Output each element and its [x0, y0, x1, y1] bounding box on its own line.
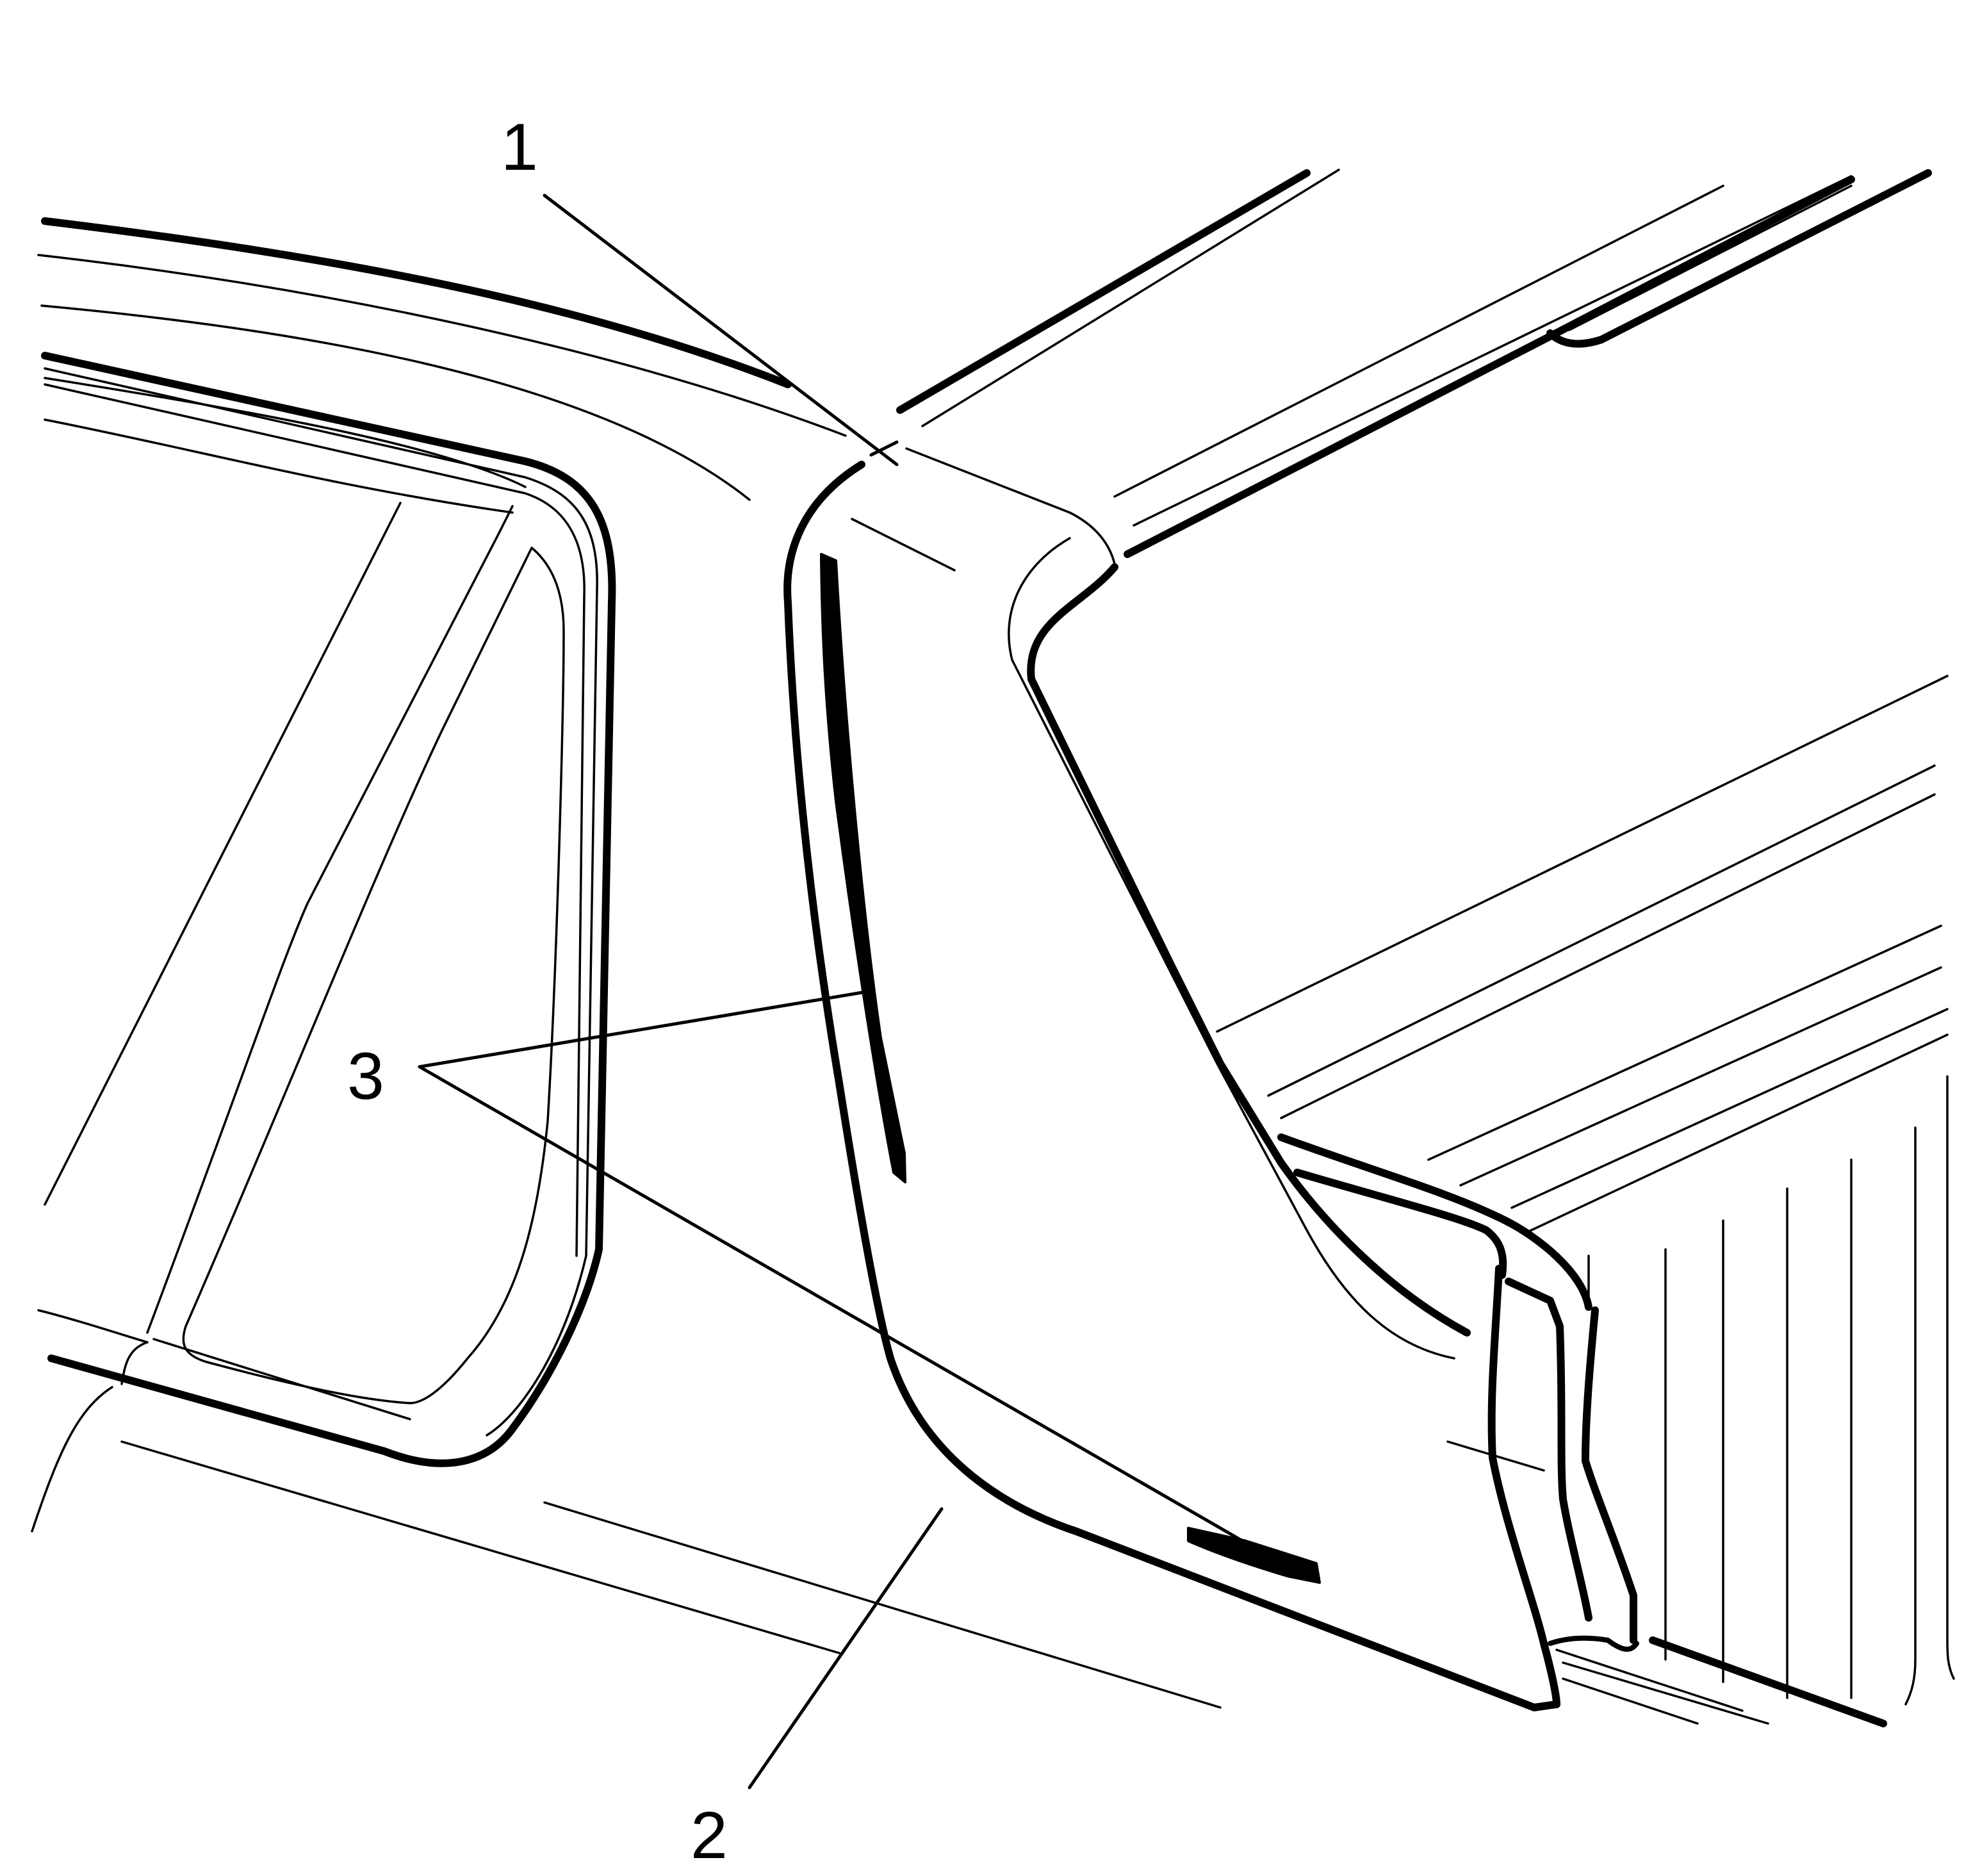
leader-3-upper: [418, 990, 868, 1069]
lower-body: [120, 1440, 1222, 1709]
seal-upper-strip: [820, 553, 906, 1183]
seal-lower-strip: [1187, 1527, 1321, 1584]
roof-left: [37, 217, 847, 501]
callout-1: 1: [501, 110, 538, 185]
pickup-bed: [1216, 675, 1955, 1727]
center-pillar: [783, 447, 1560, 1711]
leader-2: [748, 1507, 944, 1790]
leader-1: [543, 193, 899, 466]
leader-lines: [418, 193, 1248, 1790]
callout-2: 2: [691, 1798, 728, 1873]
door-window-frame: [31, 352, 616, 1533]
leader-3-lower: [418, 1065, 1248, 1545]
callout-labels: 1 2 3: [347, 110, 728, 1873]
rear-roof: [896, 169, 1932, 558]
callout-3: 3: [347, 1039, 384, 1114]
leader-1-tip: [869, 440, 899, 457]
weatherstrip-seal: [820, 553, 1321, 1584]
